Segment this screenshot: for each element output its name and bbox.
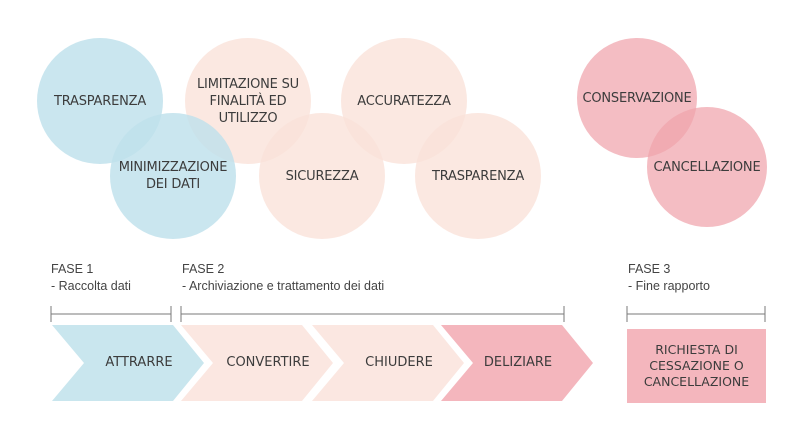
circle-trasparenza-2: TRASPARENZA bbox=[415, 113, 541, 239]
phase-1-label: FASE 1 - Raccolta dati bbox=[51, 261, 131, 295]
step-deliziare: DELIZIARE bbox=[483, 355, 553, 370]
phase-title: FASE 3 bbox=[628, 262, 671, 276]
chevron-chiudere bbox=[312, 325, 464, 401]
circle-label: CANCELLAZIONE bbox=[653, 159, 761, 175]
circle-label: MINIMIZZAZIONE DEI DATI bbox=[118, 160, 228, 192]
phase-3-label: FASE 3 - Fine rapporto bbox=[628, 261, 710, 295]
final-request-box: RICHIESTA DI CESSAZIONE O CANCELLAZIONE bbox=[627, 329, 766, 403]
circle-minimizzazione: MINIMIZZAZIONE DEI DATI bbox=[110, 113, 236, 239]
circle-trasparenza: TRASPARENZA bbox=[37, 38, 163, 164]
circle-sicurezza: SICUREZZA bbox=[259, 113, 385, 239]
step-chiudere: CHIUDERE bbox=[365, 355, 433, 370]
chevron-attrarre bbox=[52, 325, 204, 401]
circle-label: TRASPARENZA bbox=[53, 93, 147, 109]
phase-subtitle: - Archiviazione e trattamento dei dati bbox=[182, 279, 385, 293]
phase-2-label: FASE 2 - Archiviazione e trattamento dei… bbox=[182, 261, 384, 295]
phase-2-bracket bbox=[180, 306, 565, 322]
circle-label: CONSERVAZIONE bbox=[582, 90, 692, 106]
final-request-label: RICHIESTA DI CESSAZIONE O CANCELLAZIONE bbox=[643, 342, 750, 389]
phase-subtitle: - Fine rapporto bbox=[628, 279, 710, 293]
circle-label: LIMITAZIONE SU FINALITÀ ED UTILIZZO bbox=[197, 76, 299, 126]
circle-label: TRASPARENZA bbox=[431, 168, 525, 184]
step-convertire: CONVERTIRE bbox=[226, 355, 310, 370]
chevron-deliziare bbox=[441, 325, 593, 401]
phase-3-bracket bbox=[626, 306, 766, 322]
circle-cancellazione: CANCELLAZIONE bbox=[647, 107, 767, 227]
phase-1-bracket bbox=[50, 306, 172, 322]
circle-label: ACCURATEZZA bbox=[357, 93, 451, 109]
phase-title: FASE 1 bbox=[51, 262, 94, 276]
chevron-convertire bbox=[181, 325, 333, 401]
circle-label: SICUREZZA bbox=[285, 168, 359, 184]
phase-subtitle: - Raccolta dati bbox=[51, 279, 131, 293]
phase-title: FASE 2 bbox=[182, 262, 225, 276]
step-attrarre: ATTRARRE bbox=[105, 355, 173, 370]
